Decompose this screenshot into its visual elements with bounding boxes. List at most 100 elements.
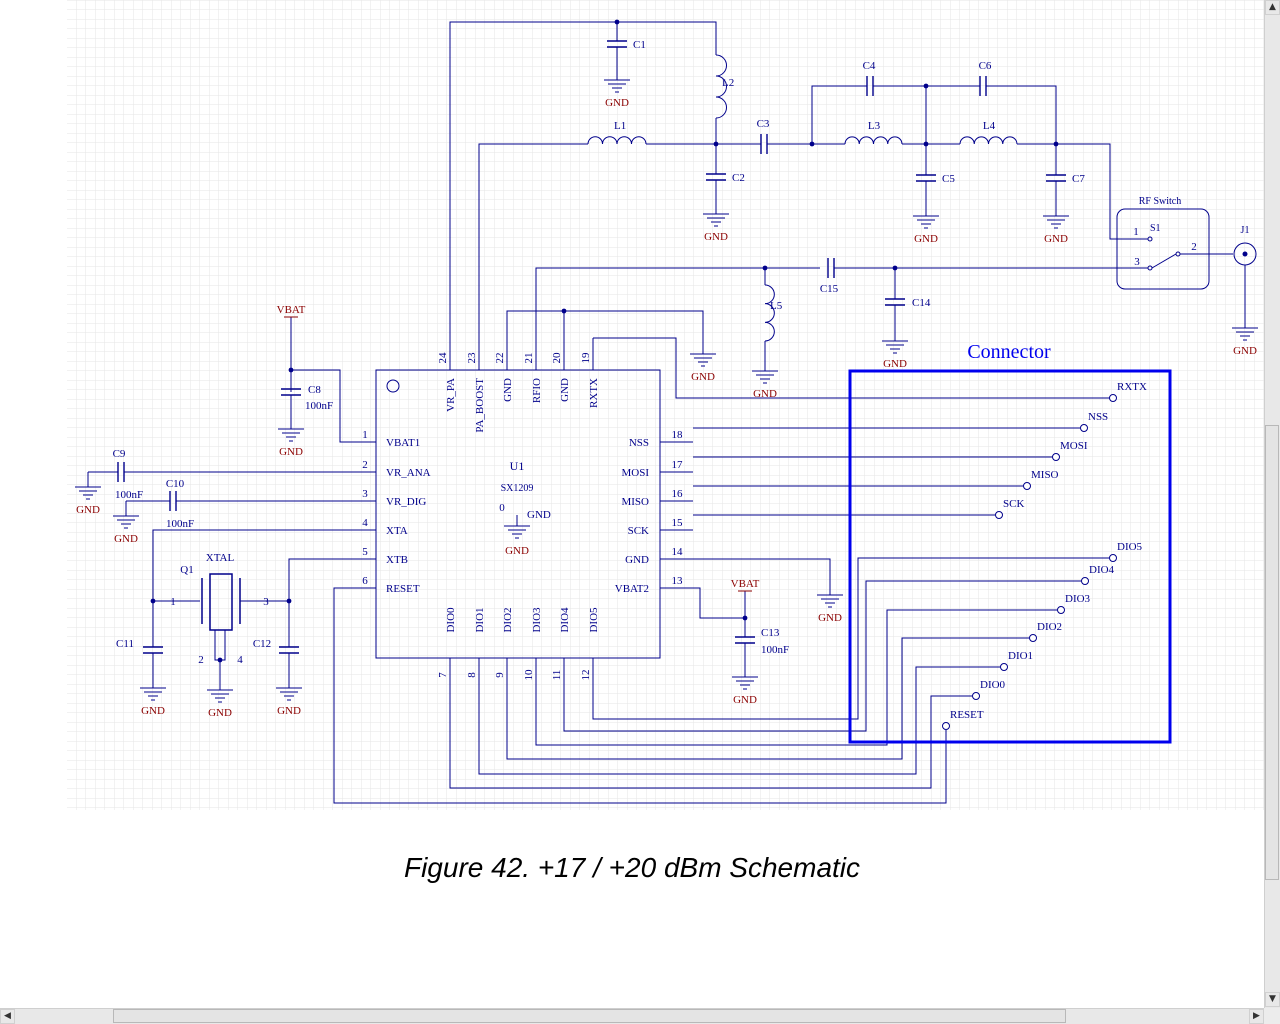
c3-label: C3 (757, 118, 770, 130)
connector-pin-icon (1023, 482, 1031, 490)
rf-switch-s1 (1116, 208, 1210, 290)
connector-pin-icon (1109, 554, 1117, 562)
junction-dot (923, 141, 929, 147)
connector-pin-label: DIO1 (1008, 650, 1033, 662)
switch-contact (1147, 236, 1153, 242)
xtal-label: XTAL (206, 552, 235, 564)
c9-value: 100nF (115, 489, 143, 501)
junction-dot (561, 308, 567, 314)
connector-pin-label: RXTX (1117, 381, 1147, 393)
inductor-l3 (844, 136, 903, 145)
vertical-scroll-thumb[interactable] (1265, 425, 1279, 880)
ground-symbol (276, 687, 302, 701)
pin-number: 20 (551, 352, 563, 364)
capacitor-c2 (706, 173, 726, 181)
c13-value: 100nF (761, 644, 789, 656)
net-rfio (535, 267, 820, 338)
connector-pin-label: MOSI (1060, 440, 1088, 452)
junction-dot (217, 657, 223, 663)
connector-pin-icon (1052, 453, 1060, 461)
connector-pin-label: SCK (1003, 498, 1024, 510)
gnd-label: GND (114, 533, 138, 545)
gnd-label: GND (277, 705, 301, 717)
pin-number: 8 (466, 672, 478, 678)
junction-dot (762, 265, 768, 271)
c6-label: C6 (979, 60, 992, 72)
pin-name: GND (502, 378, 514, 402)
rf-switch-label: RF Switch (1139, 196, 1182, 207)
gnd-label: GND (818, 612, 842, 624)
c14-label: C14 (912, 297, 931, 309)
capacitor-c5 (916, 174, 936, 182)
junction-dot (150, 598, 156, 604)
l4-label: L4 (983, 120, 996, 132)
pin-name: MISO (621, 496, 649, 508)
connector-box (848, 369, 1172, 744)
pin-number: 22 (494, 353, 506, 364)
ground-symbol (1043, 215, 1069, 229)
c11-label: C11 (116, 638, 134, 650)
vbat-label: VBAT (277, 304, 306, 316)
pin-name: VBAT1 (386, 437, 420, 449)
pin-number: 17 (672, 459, 684, 471)
inductor-l2 (715, 54, 727, 119)
connector-pin-label: DIO5 (1117, 541, 1143, 553)
ic-gnd-pin-num: 0 (499, 502, 505, 514)
pin-name: SCK (628, 525, 649, 537)
junction-dot (1053, 141, 1059, 147)
pin-number: 24 (437, 352, 449, 364)
net-dio4 (563, 580, 1081, 732)
connector-pin-icon (1080, 424, 1088, 432)
switch-contact (1147, 265, 1153, 271)
ground-symbol (690, 353, 716, 367)
pin-name: VR_DIG (386, 496, 426, 508)
q1-pin-3: 3 (263, 596, 269, 608)
connector-pin-label: DIO0 (980, 679, 1006, 691)
junction-dot (288, 367, 294, 373)
junction-dot (892, 265, 898, 271)
pin-number: 1 (362, 429, 368, 441)
scroll-right-arrow-icon[interactable]: ▶ (1249, 1009, 1264, 1024)
scroll-down-arrow-icon[interactable]: ▼ (1265, 992, 1280, 1007)
gnd-label: GND (605, 97, 629, 109)
q1-pin-1: 1 (170, 596, 176, 608)
net-dio2 (506, 637, 1029, 760)
c10-value: 100nF (166, 518, 194, 530)
c4-label: C4 (863, 60, 876, 72)
capacitor-c1 (607, 40, 627, 48)
ground-symbol (604, 79, 630, 93)
j1-label: J1 (1241, 225, 1250, 236)
c5-label: C5 (942, 173, 955, 185)
scroll-up-arrow-icon[interactable]: ▲ (1265, 0, 1280, 15)
s1-label: S1 (1150, 223, 1161, 234)
q1-pin-4: 4 (237, 654, 243, 666)
connector-pin-icon (1109, 394, 1117, 402)
inductor-l5 (764, 284, 775, 342)
pin-name: DIO5 (588, 607, 600, 633)
horizontal-scroll-thumb[interactable] (113, 1009, 1066, 1023)
pin-number: 15 (672, 517, 684, 529)
capacitor-c14 (885, 298, 905, 306)
scroll-left-arrow-icon[interactable]: ◀ (0, 1009, 15, 1024)
net-pa-boost (478, 143, 588, 338)
capacitor-c6 (979, 76, 987, 96)
l1-label: L1 (614, 120, 626, 132)
connector-pin-icon (995, 511, 1003, 519)
ground-symbol (140, 687, 166, 701)
connector-pin-icon (1000, 663, 1008, 671)
net-dio0 (449, 690, 972, 789)
s1-pin-1: 1 (1133, 226, 1139, 238)
c7-label: C7 (1072, 173, 1085, 185)
junction-dot (809, 141, 815, 147)
pin-number: 13 (672, 575, 684, 587)
pin-name: XTB (386, 554, 408, 566)
gnd-label: GND (753, 388, 777, 400)
pin-name: VR_ANA (386, 467, 431, 479)
schematic-diagram: U1SX12090GNDGND1VBAT12VR_ANA3VR_DIG4XTA5… (67, 0, 1264, 810)
junction-dot (713, 141, 719, 147)
pin-number: 9 (494, 672, 506, 678)
ground-symbol (817, 594, 843, 608)
pin-number: 5 (362, 546, 368, 558)
connector-pin-icon (1057, 606, 1065, 614)
ground-symbol (882, 340, 908, 354)
